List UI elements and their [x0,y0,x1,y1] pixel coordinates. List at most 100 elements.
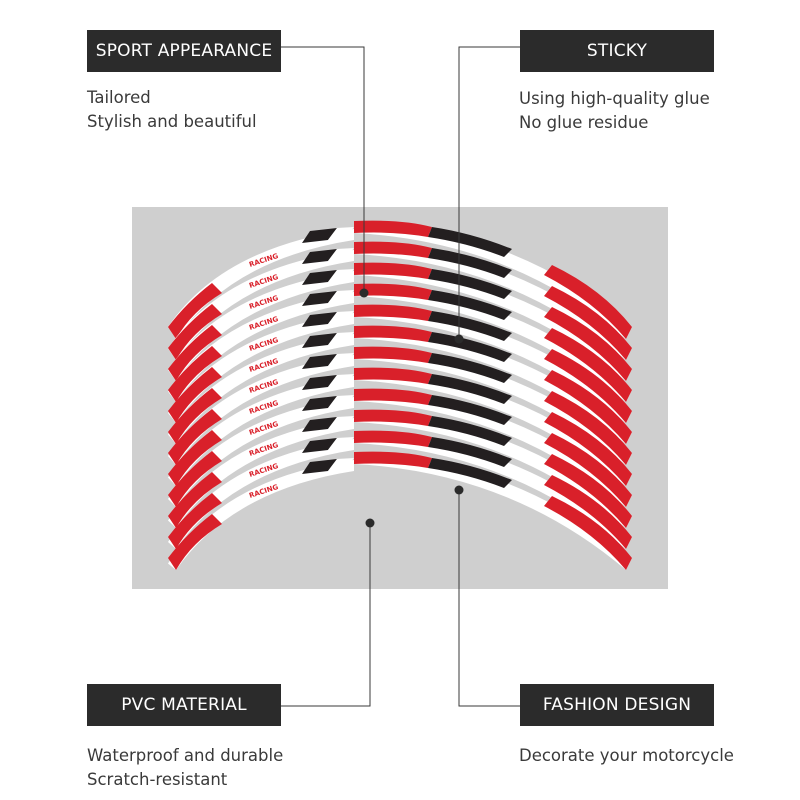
left-strip-red [168,283,222,339]
right-strip-black [428,374,512,404]
left-strip-white [168,460,354,570]
left-strip-diamond [302,312,337,327]
pvc-material-label: PVC MATERIAL [87,684,281,726]
right-strip-red-head [354,367,432,384]
right-strip-black [428,458,512,488]
left-strip-red [168,472,222,528]
right-strip-red-tail [544,349,632,423]
left-strip-red [168,514,222,570]
left-strip-diamond-white [328,353,354,366]
left-strip-diamond-white [328,374,354,387]
sport-appearance-title: SPORT APPEARANCE [95,41,273,61]
right-strip-red-head [354,346,432,363]
pvc-material-title: PVC MATERIAL [121,695,247,715]
left-strip-diamond [302,396,337,411]
left-strip-red [168,430,222,486]
left-strip-diamond-white [328,437,354,450]
right-strip-red-head [354,388,432,405]
right-strip-black [428,332,512,362]
left-strip-white [168,334,354,444]
left-strip-diamond-white [328,416,354,429]
left-strip-white [168,292,354,402]
left-strip-red [168,304,222,360]
left-strip-white [168,313,354,423]
rim-stickers-illustration: RACINGRACINGRACINGRACINGRACINGRACINGRACI… [168,220,632,570]
left-strip-diamond [302,375,337,390]
right-strip-red-head [354,409,432,426]
left-strip-white [168,355,354,465]
right-strip-white [354,326,632,444]
fashion-design-description: Decorate your motorcycle [519,744,734,768]
left-strip-red [168,325,222,381]
sticky-title: STICKY [586,41,648,61]
left-strip-red [168,367,222,423]
right-strip-red-head [354,325,432,342]
right-strip-black [428,416,512,446]
left-strip-diamond-white [328,395,354,408]
fashion-design-title: FASHION DESIGN [542,695,692,715]
right-strip-black [428,395,512,425]
right-strip-white [354,368,632,486]
sticky-description: Using high-quality glue No glue residue [519,87,710,135]
left-sticker-strips [168,227,354,570]
left-strip-diamond [302,417,337,432]
fashion-design-label: FASHION DESIGN [520,684,714,726]
right-strip-white [354,431,632,549]
right-strip-white [354,263,632,381]
left-strip-diamond [302,438,337,453]
sticky-line-1: Using high-quality glue [519,89,710,108]
left-strip-diamond-white [328,458,354,471]
right-strip-red-tail [544,370,632,444]
right-strip-red-head [354,451,432,468]
sport-appearance-line-1: Tailored [87,88,151,107]
left-strip-red [168,493,222,549]
left-strip-white [168,418,354,528]
right-strip-red-head [354,241,432,258]
right-strip-white [354,221,632,339]
left-strip-red [168,388,222,444]
right-strip-red-tail [544,391,632,465]
right-strip-white [354,389,632,507]
sticky-line-2: No glue residue [519,113,649,132]
right-sticker-strips [354,220,632,570]
right-strip-red-tail [544,328,632,402]
sport-appearance-label: SPORT APPEARANCE [87,30,281,72]
pvc-material-description: Waterproof and durable Scratch-resistant [87,744,283,792]
left-strip-diamond [302,333,337,348]
right-strip-red-tail [544,475,632,549]
fashion-design-line-1: Decorate your motorcycle [519,746,734,765]
right-strip-white [354,305,632,423]
pvc-material-line-1: Waterproof and durable [87,746,284,765]
right-strip-red-tail [544,454,632,528]
left-strip-diamond-white [328,290,354,303]
right-strip-red-tail [544,307,632,381]
right-strip-white [354,347,632,465]
left-strip-red [168,409,222,465]
right-strip-red-tail [544,496,632,570]
left-strip-diamond-white [328,311,354,324]
left-strip-diamond [302,459,337,474]
right-strip-red-tail [544,265,632,339]
right-strip-red-head [354,430,432,447]
right-strip-black [428,353,512,383]
left-strip-red [168,451,222,507]
left-strip-white [168,397,354,507]
right-strip-red-head [354,283,432,300]
right-strip-white [354,242,632,360]
right-strip-red-head [354,262,432,279]
left-strip-diamond-white [328,332,354,345]
left-strip-diamond [302,291,337,306]
right-strip-red-head [354,220,432,237]
left-strip-diamond [302,354,337,369]
right-strip-white [354,410,632,528]
right-strip-black [428,437,512,467]
sport-appearance-line-2: Stylish and beautiful [87,112,257,131]
right-strip-red-tail [544,433,632,507]
pvc-material-line-2: Scratch-resistant [87,770,228,789]
left-strip-red [168,346,222,402]
right-strip-red-tail [544,286,632,360]
right-strip-white [354,452,632,570]
sticky-label: STICKY [520,30,714,72]
left-strip-white [168,376,354,486]
